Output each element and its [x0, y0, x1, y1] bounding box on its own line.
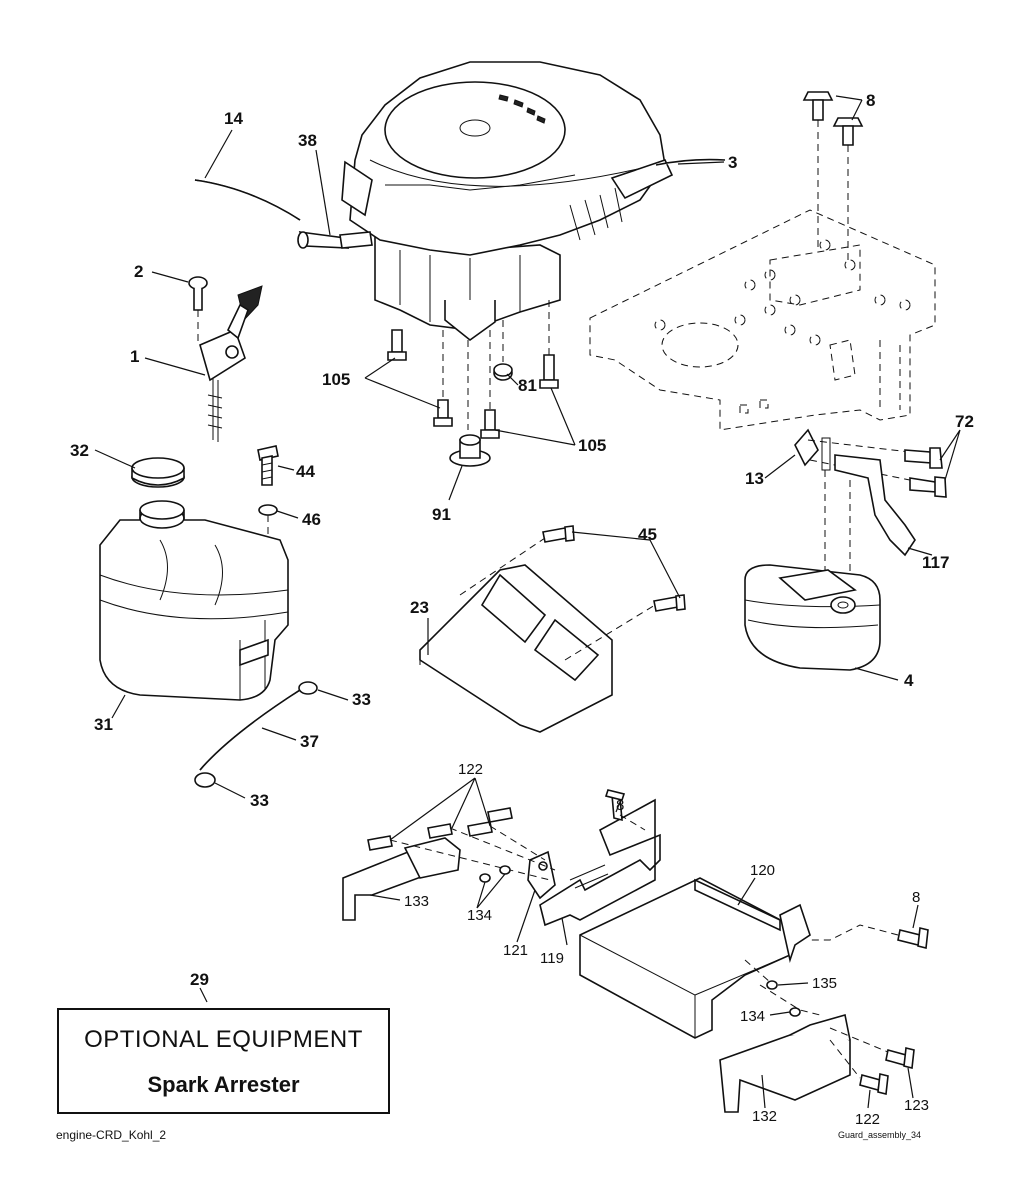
label-4: 4 — [904, 671, 914, 690]
fuel-cap — [131, 457, 185, 488]
engine — [297, 61, 726, 342]
shield-23 — [419, 525, 686, 733]
label-23: 23 — [410, 598, 429, 617]
label-72: 72 — [955, 412, 974, 431]
leader-lines — [94, 95, 961, 1109]
screw-2 — [188, 276, 208, 345]
label-38: 38 — [298, 131, 317, 150]
label-8-right: 8 — [912, 889, 920, 906]
fuel-tank — [99, 500, 289, 701]
label-134-left: 134 — [467, 907, 492, 924]
label-132: 132 — [752, 1108, 777, 1125]
label-3: 3 — [728, 153, 737, 172]
label-81: 81 — [518, 376, 537, 395]
throttle-control — [199, 285, 263, 442]
label-8-mid: 8 — [616, 797, 624, 814]
footer-right-caption: Guard_assembly_34 — [838, 1130, 922, 1140]
label-45: 45 — [638, 525, 657, 544]
bolts-105 — [387, 300, 559, 439]
fuel-line — [194, 681, 318, 788]
label-44: 44 — [296, 462, 315, 481]
optional-equipment-box: OPTIONAL EQUIPMENT Spark Arrester — [57, 1008, 390, 1114]
label-14: 14 — [224, 109, 243, 128]
optional-equipment-title: OPTIONAL EQUIPMENT — [84, 1026, 363, 1053]
guard-assembly — [342, 789, 929, 1113]
label-46: 46 — [302, 510, 321, 529]
spark-arrester-label: Spark Arrester — [147, 1072, 300, 1097]
label-37: 37 — [300, 732, 319, 751]
callout-labels: 14 38 3 8 2 1 105 81 105 72 13 32 44 46 … — [70, 91, 974, 1128]
nut-81 — [493, 320, 513, 381]
label-120: 120 — [750, 862, 775, 879]
label-133: 133 — [404, 893, 429, 910]
label-32: 32 — [70, 441, 89, 460]
label-13: 13 — [745, 469, 764, 488]
label-33-top: 33 — [352, 690, 371, 709]
label-135: 135 — [812, 975, 837, 992]
label-105-right: 105 — [578, 436, 606, 455]
label-91: 91 — [432, 505, 451, 524]
label-117: 117 — [922, 553, 949, 572]
label-121: 121 — [503, 942, 528, 959]
muffler — [744, 564, 881, 671]
label-134-right: 134 — [740, 1008, 765, 1025]
bolts-8-top — [802, 91, 864, 260]
label-2: 2 — [134, 262, 143, 281]
label-29: 29 — [190, 970, 209, 989]
label-31: 31 — [94, 715, 113, 734]
label-122-top: 122 — [458, 761, 483, 778]
muffler-bracket — [794, 428, 947, 498]
label-33-bottom: 33 — [250, 791, 269, 810]
pulley-91 — [449, 340, 491, 467]
label-122-bottom: 122 — [855, 1111, 880, 1128]
label-8-top: 8 — [866, 91, 875, 110]
frame-outline — [589, 209, 936, 431]
exhaust-pipe — [834, 454, 916, 557]
footer-left-caption: engine-CRD_Kohl_2 — [56, 1128, 167, 1142]
label-123: 123 — [904, 1097, 929, 1114]
label-119: 119 — [540, 950, 564, 967]
label-1: 1 — [130, 347, 139, 366]
label-105-left: 105 — [322, 370, 350, 389]
